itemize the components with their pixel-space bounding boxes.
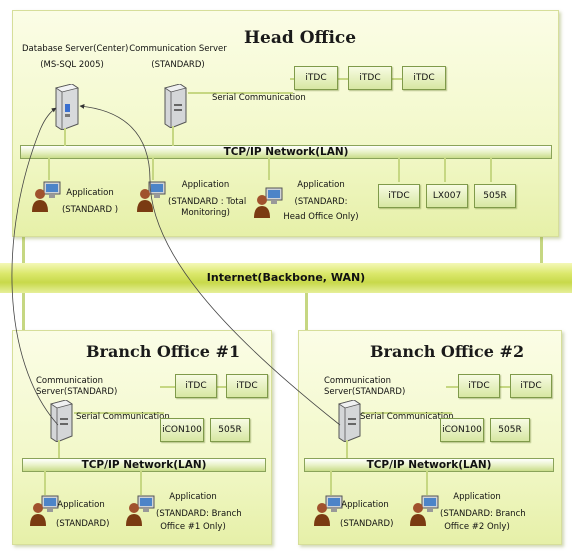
lan-drop xyxy=(346,440,348,458)
flow-arrow-branch1 xyxy=(11,107,59,426)
communication-server-icon xyxy=(160,84,188,128)
lan-drop xyxy=(268,158,270,180)
serial-line xyxy=(188,92,293,94)
serial-label: Serial Communication xyxy=(360,412,454,422)
device-box: LX007 xyxy=(426,184,468,208)
user-computer-icon xyxy=(408,494,440,528)
db-server-label: Database Server(Center) (MS-SQL 2005) xyxy=(22,44,129,70)
device-box: iTDC xyxy=(348,66,392,90)
app-label: Application (STANDARD : Total Monitoring… xyxy=(168,180,247,218)
serial-label: Serial Communication xyxy=(212,93,306,103)
lan-drop xyxy=(490,158,492,182)
user-computer-icon xyxy=(124,494,156,528)
user-computer-icon xyxy=(312,494,344,528)
app-label: Application (STANDARD: Branch Office #1 … xyxy=(156,492,242,532)
device-box: iTDC xyxy=(402,66,446,90)
device-box: iTDC xyxy=(510,374,552,398)
lan-drop xyxy=(140,471,142,495)
lan-drop xyxy=(152,158,154,180)
app-label: Application (STANDARD ) xyxy=(61,188,119,215)
communication-server-icon xyxy=(46,400,74,442)
device-box: 505R xyxy=(490,418,530,442)
branch-office-1-title: Branch Office #1 xyxy=(86,342,241,361)
app-label: Application (STANDARD) xyxy=(340,500,394,529)
communication-server-icon xyxy=(334,400,362,442)
database-server-icon xyxy=(50,84,80,130)
app-label: Application (STANDARD: Head Office Only) xyxy=(283,180,359,222)
device-box: iTDC xyxy=(294,66,338,90)
device-box: iCON100 xyxy=(440,418,484,442)
lan-drop xyxy=(172,126,174,146)
serial-label: Serial Communication xyxy=(76,412,170,422)
user-computer-icon xyxy=(135,180,167,214)
flow-arrow-branch2 xyxy=(79,104,341,426)
branch-2-lan-bar: TCP/IP Network(LAN) xyxy=(304,458,554,472)
branch-1-lan-bar: TCP/IP Network(LAN) xyxy=(22,458,266,472)
head-office-title: Head Office xyxy=(244,28,357,48)
device-box: iCON100 xyxy=(160,418,204,442)
comm-server-label: Communication Server (STANDARD) xyxy=(129,44,227,70)
wan-connector xyxy=(22,232,25,272)
head-office-lan-bar: TCP/IP Network(LAN) xyxy=(20,145,552,159)
device-box: iTDC xyxy=(226,374,268,398)
wan-connector xyxy=(540,232,543,272)
lan-drop xyxy=(64,128,66,146)
app-label: Application (STANDARD: Branch Office #2 … xyxy=(440,492,526,532)
user-computer-icon xyxy=(30,180,62,214)
device-box: 505R xyxy=(474,184,516,208)
wan-backbone-bar: Internet(Backbone, WAN) xyxy=(0,263,572,293)
app-label: Application (STANDARD) xyxy=(56,500,110,529)
lan-drop xyxy=(44,471,46,495)
serial-line xyxy=(74,412,164,414)
device-box: iTDC xyxy=(378,184,420,208)
lan-drop xyxy=(444,158,446,182)
lan-drop xyxy=(398,158,400,182)
device-box: 505R xyxy=(210,418,250,442)
serial-line xyxy=(362,412,452,414)
lan-drop xyxy=(48,158,50,180)
comm-server-label: Communication Server(STANDARD) xyxy=(36,376,118,397)
comm-server-label: Communication Server(STANDARD) xyxy=(324,376,406,397)
device-box: iTDC xyxy=(458,374,500,398)
user-computer-icon xyxy=(252,186,284,220)
branch-office-2-title: Branch Office #2 xyxy=(370,342,525,361)
lan-drop xyxy=(330,471,332,495)
lan-drop xyxy=(58,440,60,458)
lan-drop xyxy=(426,471,428,495)
device-box: iTDC xyxy=(175,374,217,398)
user-computer-icon xyxy=(28,494,60,528)
